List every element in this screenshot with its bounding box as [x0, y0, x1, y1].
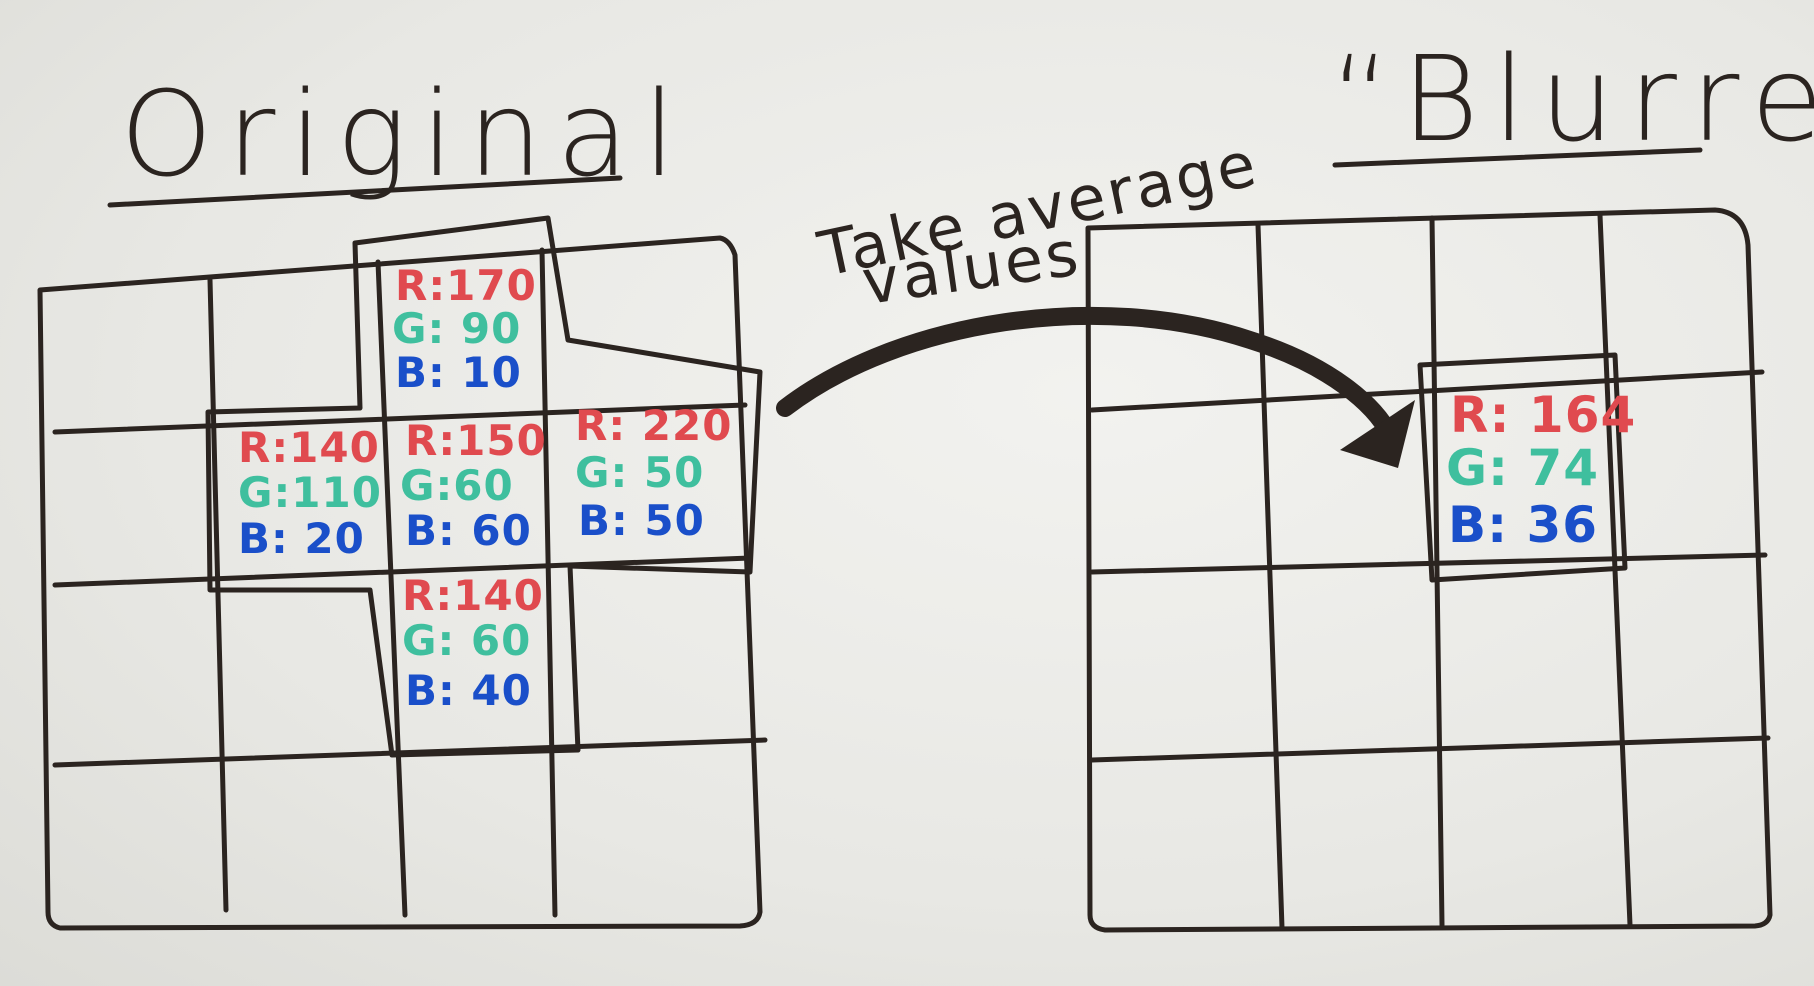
original-grid-hline-2: [52, 555, 753, 588]
blurred-title-underline: [1332, 147, 1703, 168]
original-grid-vline-3: [539, 247, 558, 918]
original-right-b: B: 50: [578, 496, 705, 545]
original-center-b: B: 60: [405, 506, 532, 555]
original-title: Original: [120, 65, 690, 203]
original-left-b: B: 20: [238, 514, 365, 563]
original-top-g: G: 90: [392, 304, 521, 353]
original-bottom-r: R:140: [402, 571, 544, 620]
blurred-center-g: G: 74: [1446, 439, 1599, 497]
blurred-highlight-box: [1417, 352, 1628, 583]
original-center-g: G:60: [400, 461, 514, 510]
original-right-cell: R: 220 G: 50 B: 50: [575, 401, 732, 545]
blurred-grid-border: [1085, 207, 1773, 933]
blurred-grid-vline-2: [1429, 215, 1445, 928]
original-bottom-b: B: 40: [405, 666, 532, 715]
original-bottom-cell: R:140 G: 60 B: 40: [402, 571, 544, 715]
blurred-center-cell: R: 164 G: 74 B: 36: [1446, 386, 1636, 554]
original-top-r: R:170: [395, 261, 537, 310]
blurred-grid-hline-1: [1089, 369, 1765, 413]
average-arrow: [776, 306, 1399, 444]
original-bottom-g: G: 60: [402, 616, 531, 665]
original-left-cell: R:140 G:110 B: 20: [238, 423, 382, 563]
blurred-grid-hline-2: [1089, 552, 1768, 575]
original-grid-vline-1: [207, 277, 229, 913]
original-top-cell: R:170 G: 90 B: 10: [392, 261, 537, 397]
original-grid-vline-2: [375, 259, 408, 918]
original-center-r: R:150: [405, 416, 547, 465]
original-right-g: G: 50: [575, 448, 704, 497]
blurred-grid-vline-1: [1255, 222, 1285, 931]
original-right-r: R: 220: [575, 401, 732, 450]
original-left-r: R:140: [238, 423, 380, 472]
original-grid-hline-1: [52, 402, 748, 435]
original-grid-border: [37, 235, 763, 931]
blurred-title: “Blurred”: [1330, 30, 1814, 168]
blurred-center-b: B: 36: [1448, 496, 1598, 554]
original-left-g: G:110: [238, 468, 382, 517]
original-neighborhood-outline: [205, 215, 763, 758]
blurred-grid-hline-3: [1089, 735, 1771, 763]
blurred-center-r: R: 164: [1450, 386, 1636, 444]
original-top-b: B: 10: [395, 348, 522, 397]
original-title-underline: [107, 175, 623, 208]
arrow-head-icon: [1340, 400, 1415, 468]
original-center-cell: R:150 G:60 B: 60: [400, 416, 547, 555]
